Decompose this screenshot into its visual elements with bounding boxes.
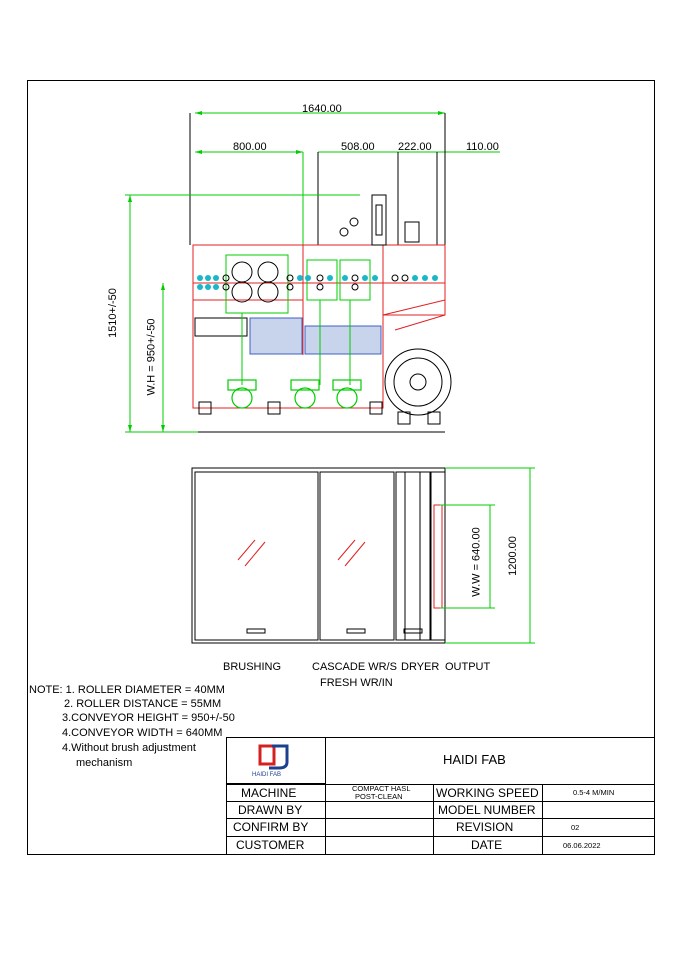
logo-text: HAIDI FAB: [252, 772, 282, 778]
plan-outline: [191, 467, 446, 644]
note-roller-diameter: NOTE: 1. ROLLER DIAMETER = 40MM: [29, 684, 225, 696]
output-turnover-wheel: [384, 348, 452, 416]
output-length-dim: 110.00: [466, 141, 499, 153]
working-speed-label: WORKING SPEED: [436, 786, 539, 800]
brush-rollers: [231, 261, 279, 303]
plan-dimension-lines: [440, 467, 535, 644]
section-dryer: DRYER: [401, 661, 440, 673]
machine-value-line1: COMPACT HASL: [352, 784, 411, 793]
leveling-feet: [198, 401, 445, 433]
machine-label: MACHINE: [241, 786, 297, 800]
brush-water-tank: [249, 317, 303, 355]
revision-value: 02: [571, 823, 580, 832]
section-brushing: BRUSHING: [223, 661, 282, 673]
brushing-length-dim: 800.00: [233, 141, 267, 153]
drawn-by-label: DRAWN BY: [238, 803, 303, 817]
working-speed-value: 0.5-4 M/MIN: [573, 788, 615, 797]
note-conveyor-width: 4.CONVEYOR WIDTH = 640MM: [62, 727, 223, 739]
drive-motor: [194, 317, 248, 337]
section-output: OUTPUT: [445, 661, 491, 673]
haidi-fab-logo-icon: [258, 744, 289, 770]
dimension-lines: [125, 112, 500, 433]
note-brush-adjustment: 4.Without brush adjustment: [62, 742, 196, 754]
row-customer: [226, 836, 655, 855]
revision-label: REVISION: [456, 820, 514, 834]
model-number-label: MODEL NUMBER: [438, 803, 536, 817]
overall-width-dim: 1200.00: [506, 536, 519, 576]
confirm-by-label: CONFIRM BY: [233, 820, 309, 834]
pumps: [227, 379, 362, 409]
date-value: 06.06.2022: [563, 841, 601, 850]
conveyor-rollers: [197, 274, 438, 291]
date-label: DATE: [471, 838, 503, 852]
note-mechanism: mechanism: [76, 757, 133, 769]
section-fresh-water: FRESH WR/IN: [320, 677, 393, 689]
col-divider-1: [325, 784, 326, 855]
machine-value-line2: POST-CLEAN: [355, 792, 403, 801]
note-roller-distance: 2. ROLLER DISTANCE = 55MM: [64, 698, 222, 710]
cascade-length-dim: 508.00: [341, 141, 375, 153]
col-divider-2: [433, 784, 434, 855]
dryer-length-dim: 222.00: [398, 141, 432, 153]
dimension-arrows: [128, 111, 445, 432]
overall-length-dim: 1640.00: [302, 103, 342, 115]
logo-cell: [226, 737, 326, 784]
company-name: HAIDI FAB: [443, 752, 506, 767]
cascade-water-tank: [304, 325, 382, 355]
col-divider-3: [542, 784, 543, 855]
work-width-dim: W.W = 640.00: [470, 527, 483, 597]
note-conveyor-height: 3.CONVEYOR HEIGHT = 950+/-50: [62, 712, 235, 724]
glass-marks: [237, 539, 366, 567]
section-cascade: CASCADE WR/S: [312, 661, 397, 673]
output-window: [433, 504, 443, 609]
pressure-gauges: [339, 194, 420, 246]
customer-label: CUSTOMER: [236, 838, 305, 852]
machine-body: [192, 244, 446, 409]
